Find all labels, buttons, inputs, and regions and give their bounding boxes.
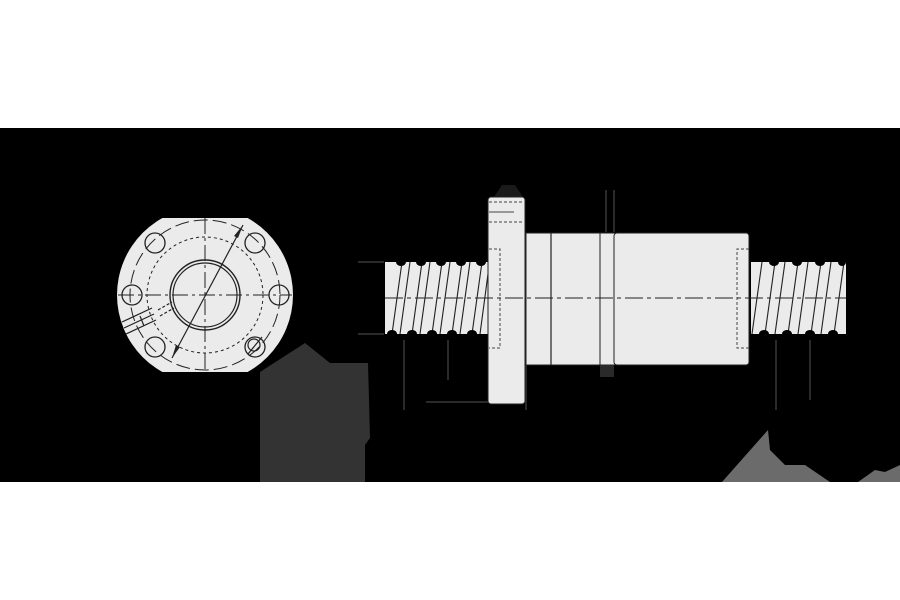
- flange-top-shadow: [494, 185, 523, 197]
- diameter-symbol-icon: [247, 336, 263, 355]
- arrowhead-icon: [234, 225, 243, 238]
- shadow-shape-left: [260, 343, 370, 482]
- bolt-hole: [244, 232, 266, 254]
- end-view: [117, 218, 293, 372]
- nut-collar: [599, 232, 616, 366]
- nut-body-front: [525, 232, 602, 366]
- lube-port: [121, 301, 175, 335]
- bolt-hole: [244, 336, 266, 358]
- shadow-shape-corner: [858, 465, 900, 482]
- diameter-leader: [171, 224, 244, 359]
- arrowhead-icon: [172, 345, 180, 358]
- shadow-shape-right: [722, 430, 830, 482]
- collar-shadow: [600, 365, 614, 377]
- flange: [487, 196, 526, 405]
- dimension-lines: [358, 190, 811, 410]
- nut-body-rear: [613, 232, 750, 366]
- bolt-hole: [144, 232, 166, 254]
- bolt-hole: [144, 336, 166, 358]
- side-view: [358, 185, 846, 410]
